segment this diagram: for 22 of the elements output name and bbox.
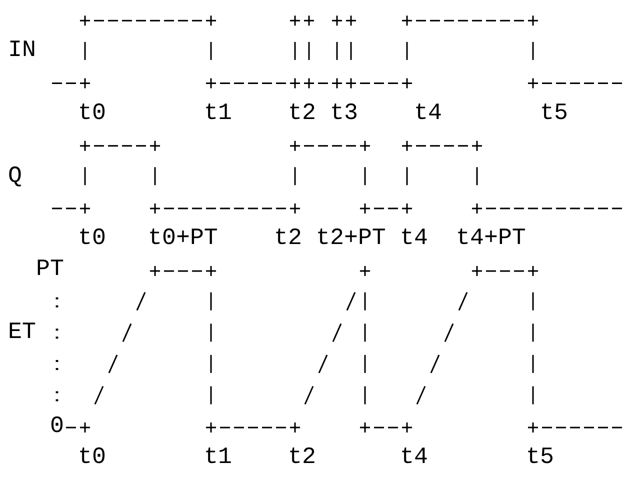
signal-label: Q — [8, 162, 22, 190]
signal-label: IN — [8, 36, 36, 66]
signal-label: t4 — [414, 98, 442, 128]
signal-label: t5 — [540, 98, 568, 128]
signal-label: t4 — [400, 224, 428, 254]
signal-label: t1 — [204, 98, 232, 128]
signal-label: t0 — [78, 224, 106, 254]
signal-label: t2 — [288, 443, 316, 472]
signal-label: t0 — [78, 443, 106, 472]
signal-label: t0+PT — [148, 224, 218, 254]
signal-label: t5 — [526, 443, 554, 472]
signal-label: t1 — [204, 443, 232, 472]
signal-label: ET — [8, 318, 36, 347]
signal-label: t3 — [330, 98, 358, 128]
signal-label: t2 — [274, 224, 302, 254]
signal-label: t2 — [288, 98, 316, 128]
signal-label: t0 — [78, 98, 106, 128]
signal-label: 0 — [50, 412, 64, 441]
signal-label: t4+PT — [456, 224, 526, 254]
signal-label: t2+PT — [316, 224, 386, 254]
signal-label: t4 — [400, 443, 428, 472]
signal-label: PT — [36, 255, 64, 284]
